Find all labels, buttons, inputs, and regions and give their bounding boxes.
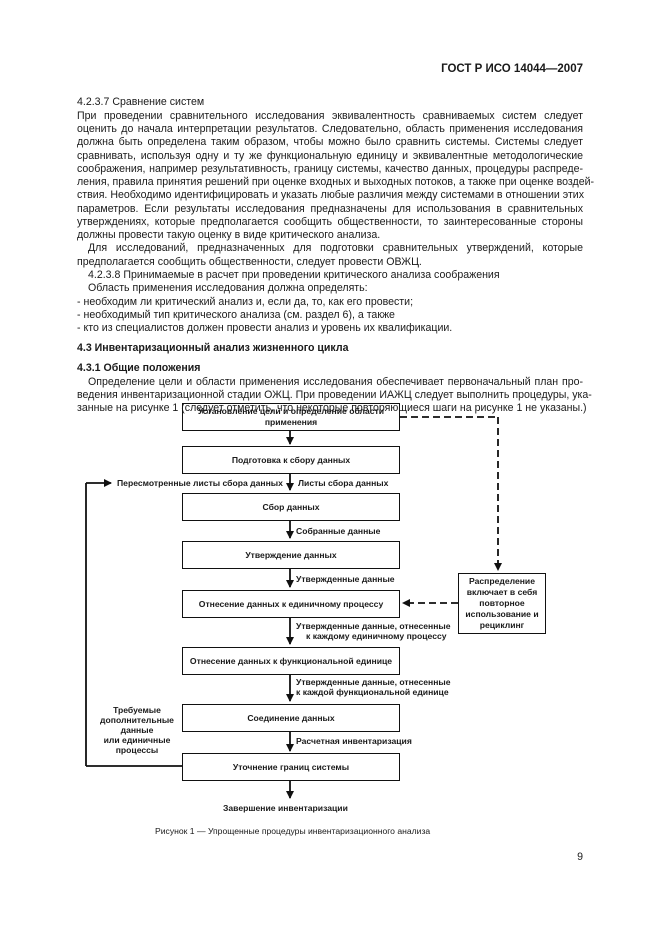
paragraph-line: соображения, например результативность, … <box>77 163 583 175</box>
flow-box-data-collection: Сбор данных <box>182 493 400 521</box>
flow-label-unit-process-1: Утвержденные данные, отнесенные <box>296 621 451 631</box>
paragraph-line: ления, правила принятия решений при оцен… <box>77 176 595 188</box>
paragraph-line: должны провести такую оценку в виде крит… <box>77 229 381 241</box>
flow-label-collected-data: Собранные данные <box>296 526 381 536</box>
section-4-3-1-heading: 4.3.1 Общие положения <box>77 362 201 374</box>
paragraph-line: Для исследований, предназначенных для по… <box>88 242 583 254</box>
page-number: 9 <box>577 851 583 863</box>
paragraph-line: оценить до начала интерпретации результа… <box>77 123 583 135</box>
paragraph-line: занные на рисунке 1 (следует отметить, ч… <box>77 402 587 414</box>
paragraph-line: должна быть определена таким образом, чт… <box>77 136 583 148</box>
flow-label-side-3: данные <box>120 725 154 735</box>
paragraph-line: утверждениях, которые предполагается соо… <box>77 216 583 228</box>
flow-box-allocation: Распределение включает в себя повторное … <box>458 573 546 634</box>
flow-box-prepare-collection: Подготовка к сбору данных <box>182 446 400 474</box>
section-4-2-3-8-heading: 4.2.3.8 Принимаемые в расчет при проведе… <box>88 269 500 281</box>
list-item: - необходим ли критический анализ и, есл… <box>77 296 414 308</box>
document-header: ГОСТ Р ИСО 14044—2007 <box>441 63 583 75</box>
paragraph-line: предполагается сообщить общественности, … <box>77 256 422 268</box>
figure-caption: Рисунок 1 — Упрощенные процедуры инвента… <box>155 826 431 836</box>
list-item: - кто из специалистов должен провести ан… <box>77 322 453 334</box>
section-4-3-heading: 4.3 Инвентаризационный анализ жизненного… <box>77 342 349 354</box>
flow-label-side-1: Требуемые <box>113 705 161 715</box>
flow-label-validated-data: Утвержденные данные <box>296 574 395 584</box>
section-4-2-3-7-heading: 4.2.3.7 Сравнение систем <box>77 96 205 108</box>
flow-label-functional-unit-1: Утвержденные данные, отнесенные <box>296 677 451 687</box>
paragraph-line: сравнивать, используя одну и ту же функц… <box>77 150 583 162</box>
flow-box-refine-boundary: Уточнение границ системы <box>182 753 400 781</box>
flow-label-side-4: или единичные <box>103 735 171 745</box>
paragraph-line: ствия. Необходимо идентифицировать и ука… <box>77 189 585 201</box>
flow-box-data-validation: Утверждение данных <box>182 541 400 569</box>
flow-label-calculated-inventory: Расчетная инвентаризация <box>296 736 412 746</box>
flow-box-goal-scope: Установление цели и определение области … <box>182 403 400 431</box>
flow-box-unit-process: Отнесение данных к единичному процессу <box>182 590 400 618</box>
flow-label-revised-sheets: Пересмотренные листы сбора данных <box>117 478 283 488</box>
paragraph-line: ведения инвентаризационной стадии ОЖЦ. П… <box>77 389 592 401</box>
flow-end-label: Завершение инвентаризации <box>223 803 348 813</box>
flow-box-functional-unit: Отнесение данных к функциональной единиц… <box>182 647 400 675</box>
flow-label-side-5: процессы <box>115 745 159 755</box>
flow-label-functional-unit-2: к каждой функциональной единице <box>296 687 449 697</box>
list-item: - необходимый тип критического анализа (… <box>77 309 395 321</box>
paragraph-line: При проведении сравнительного исследован… <box>77 110 583 122</box>
flow-label-side-2: дополнительные <box>100 715 174 725</box>
paragraph-line: Определение цели и области применения ис… <box>88 376 583 388</box>
paragraph-line: Область применения исследования должна о… <box>88 282 368 294</box>
paragraph-line: параметров. Если результаты исследования… <box>77 203 583 215</box>
flow-label-collection-sheets: Листы сбора данных <box>298 478 389 488</box>
flow-box-data-aggregation: Соединение данных <box>182 704 400 732</box>
flow-label-unit-process-2: к каждому единичному процессу <box>306 631 447 641</box>
